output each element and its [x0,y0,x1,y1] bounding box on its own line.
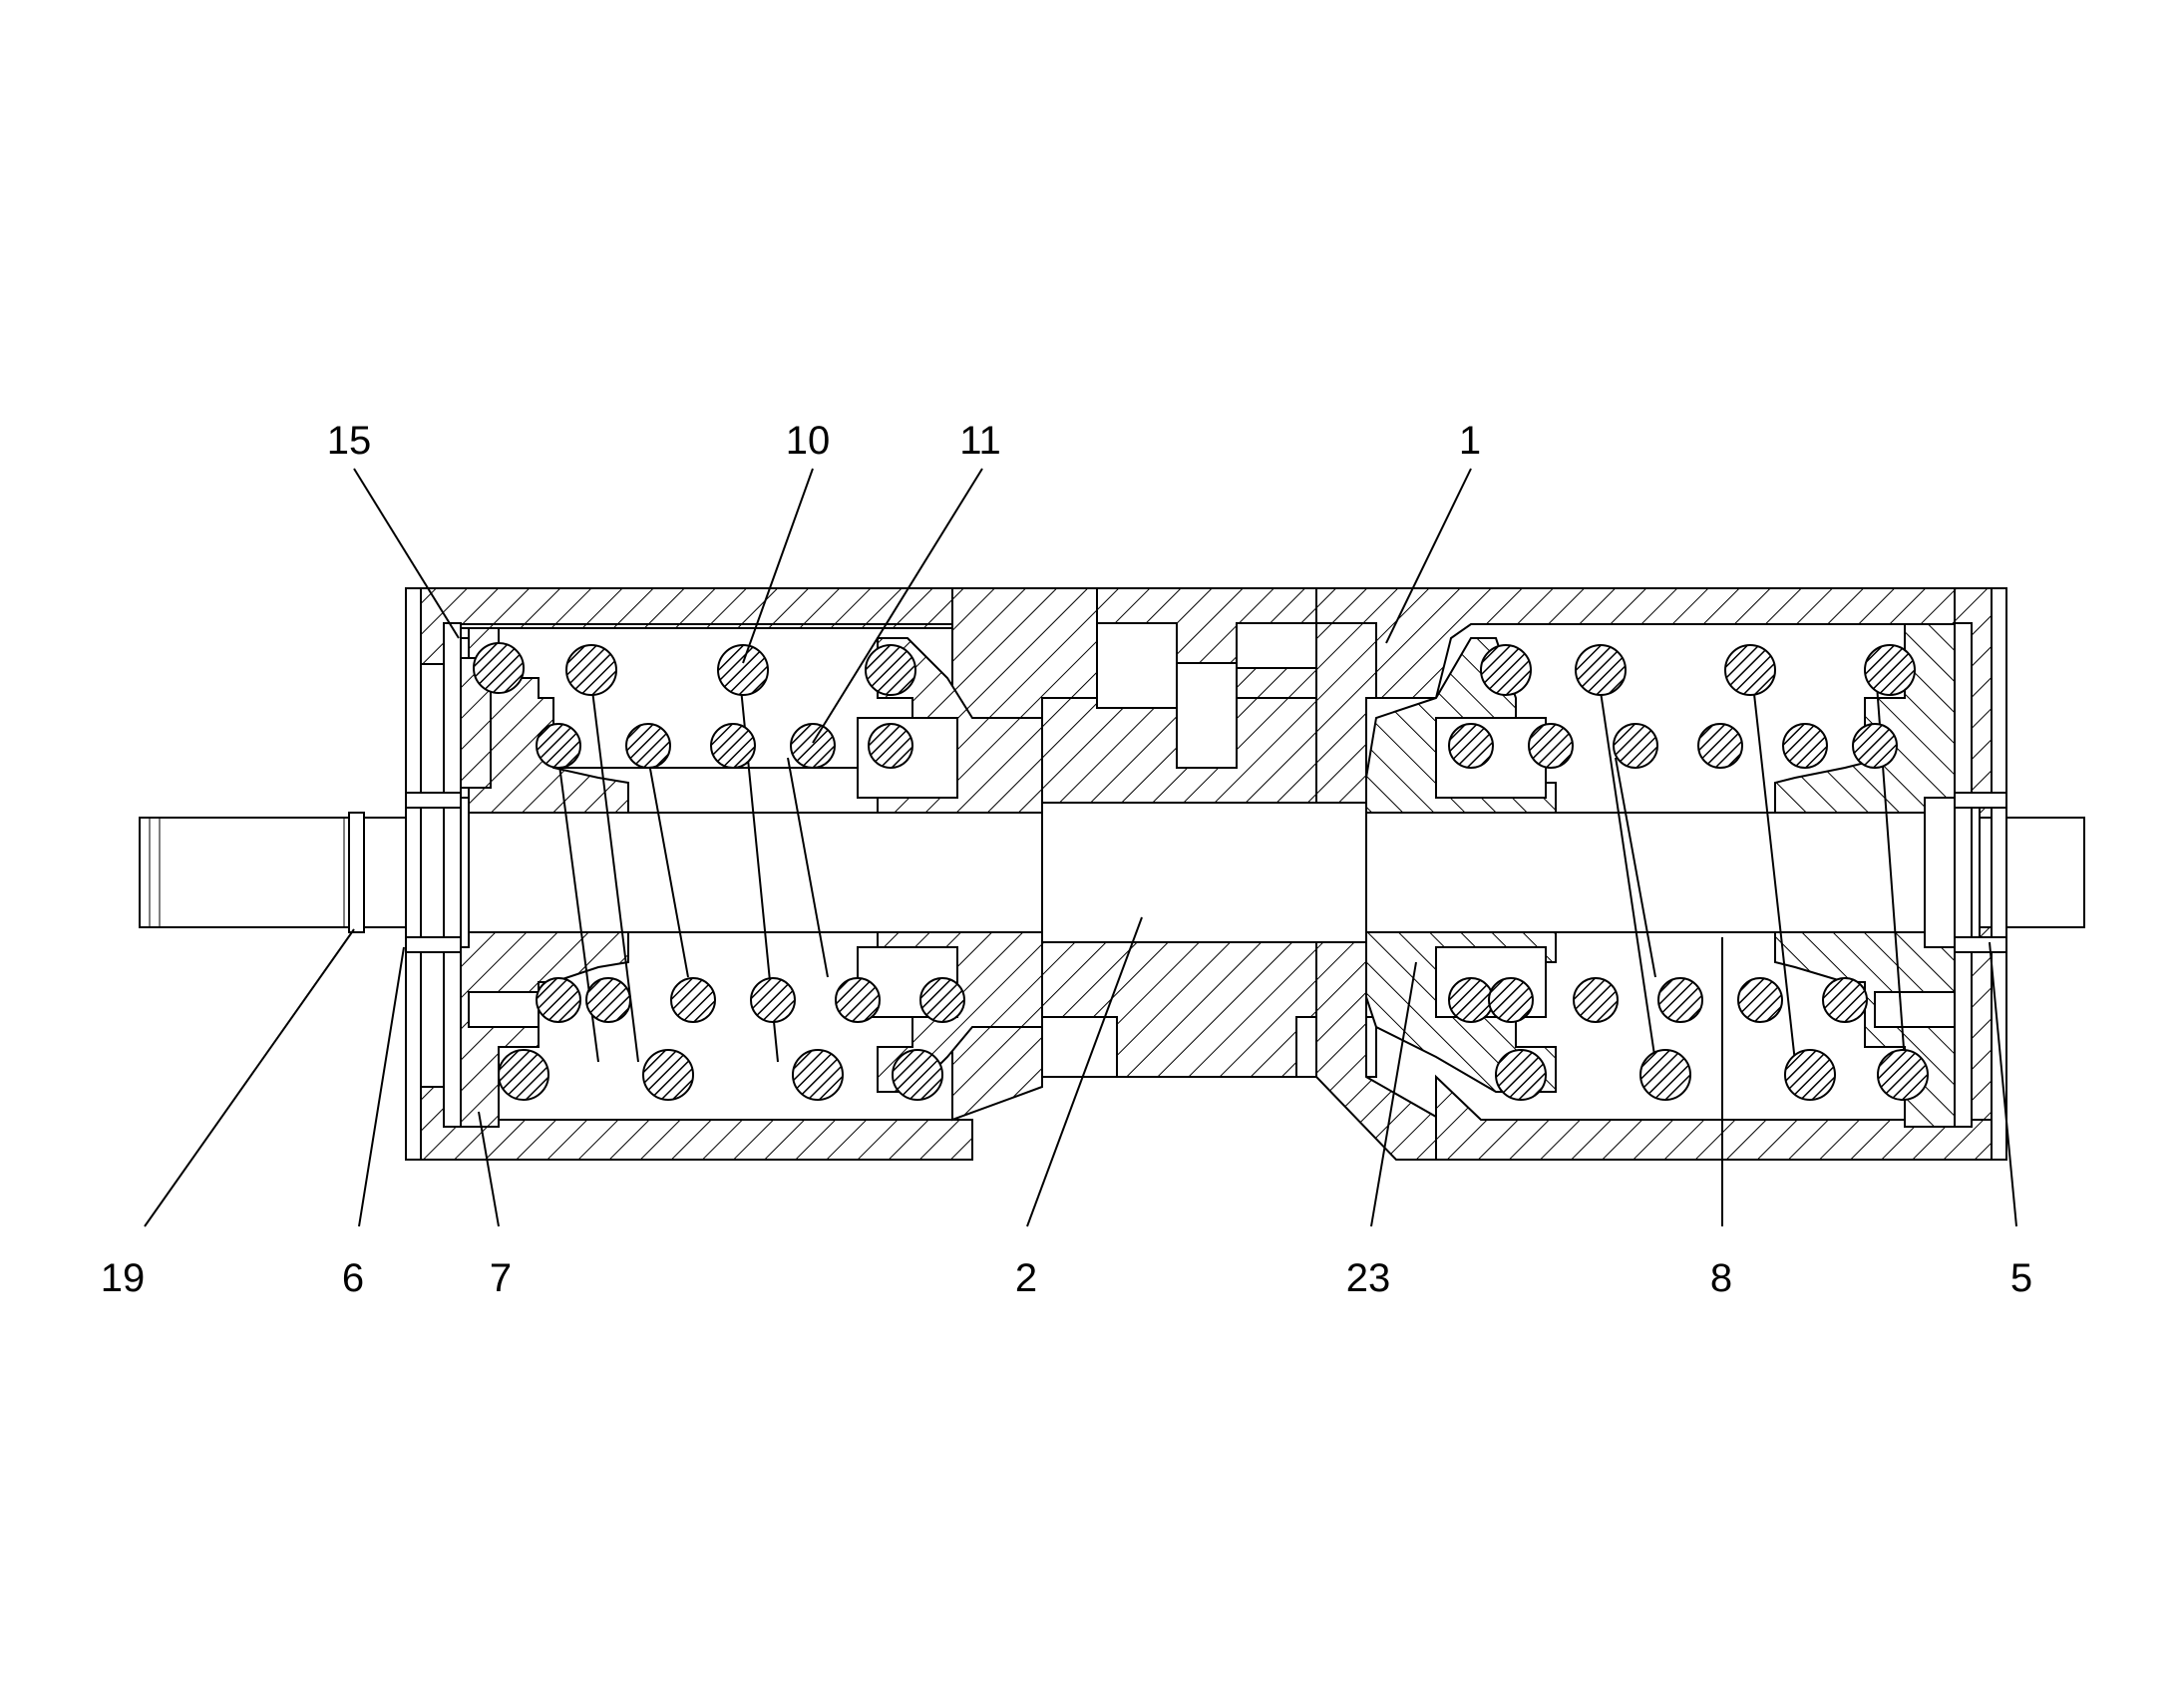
callout-10: 10 [785,419,831,463]
leader-19 [144,928,355,1227]
leader-10 [742,468,814,664]
right-end-plate [1954,587,2007,1161]
right-spring-coils [1448,644,1929,1101]
left-spring-coils [473,642,965,1101]
leader-5 [1989,941,2017,1227]
callout-23: 23 [1345,1256,1391,1300]
leader-lines [144,468,2017,1227]
callout-2: 2 [1014,1256,1038,1300]
leader-23 [1370,961,1417,1227]
central-body [1041,587,1452,1161]
callout-8: 8 [1709,1256,1733,1300]
left-end-plate [405,587,492,1161]
callout-6: 6 [341,1256,365,1300]
callout-19: 19 [100,1256,146,1300]
leader-15 [353,468,460,639]
leader-11 [812,468,983,744]
callout-7: 7 [489,1256,513,1300]
leader-6 [358,946,405,1227]
leader-1 [1385,468,1472,644]
leader-2 [1026,916,1143,1227]
callout-11: 11 [959,419,1001,463]
callout-1: 1 [1458,419,1482,463]
callout-15: 15 [326,419,372,463]
callout-5: 5 [2009,1256,2033,1300]
shaft [139,797,2085,948]
leader-7 [478,1111,500,1227]
